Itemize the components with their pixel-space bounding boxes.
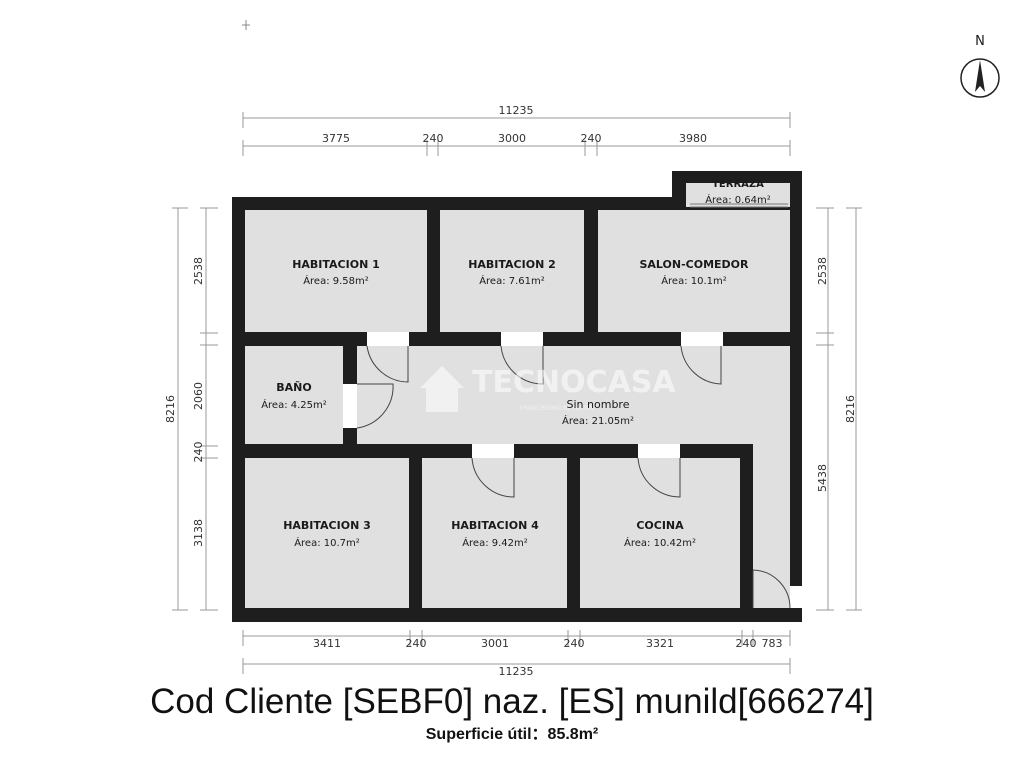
floor-habitacion-4 [422, 458, 567, 608]
floor-habitacion-1 [245, 210, 427, 332]
terrace-railing [690, 203, 788, 208]
watermark: TECNOCASA FRANCHISING NETWORK [420, 365, 676, 412]
dim-top-5: 3980 [679, 132, 707, 145]
compass-label: N [975, 34, 985, 49]
north-compass-icon: N [960, 34, 1000, 98]
room-name-sin-nombre: Sin nombre [567, 398, 630, 411]
room-floors [245, 183, 790, 608]
room-name-cocina: COCINA [636, 519, 684, 532]
room-area-habitacion-3: Área: 10.7m² [294, 536, 360, 549]
dim-bottom-6: 240 [736, 637, 757, 650]
marker-icon [242, 20, 250, 30]
doors [343, 332, 791, 609]
room-area-bano: Área: 4.25m² [261, 398, 327, 411]
room-name-bano: BAÑO [276, 381, 311, 394]
dim-left-total: 8216 [164, 395, 177, 423]
dim-right-1: 2538 [816, 257, 829, 285]
room-area-habitacion-4: Área: 9.42m² [462, 536, 528, 549]
dim-top-1: 3775 [322, 132, 350, 145]
dim-left-3: 240 [192, 442, 205, 463]
dim-left-4: 3138 [192, 519, 205, 547]
floor-bano [245, 346, 343, 444]
dim-bottom-total: 11235 [499, 665, 534, 678]
room-area-habitacion-2: Área: 7.61m² [479, 274, 545, 287]
dim-top-total: 11235 [499, 104, 534, 117]
dim-right-2: 5438 [816, 464, 829, 492]
room-name-habitacion-1: HABITACION 1 [292, 258, 380, 271]
room-area-terraza: Área: 0.64m² [705, 193, 771, 206]
room-area-salon-comedor: Área: 10.1m² [661, 274, 727, 287]
footer-title: Cod Cliente [SEBF0] naz. [ES] munild[666… [150, 682, 874, 721]
room-area-sin-nombre: Área: 21.05m² [562, 414, 634, 427]
floor-habitacion-2 [440, 210, 584, 332]
dim-bottom-7: 783 [762, 637, 783, 650]
floor-salon-comedor [598, 210, 790, 332]
floor-terraza [686, 183, 790, 207]
dim-bottom-2: 240 [406, 637, 427, 650]
room-name-habitacion-2: HABITACION 2 [468, 258, 556, 271]
dim-left-1: 2538 [192, 257, 205, 285]
dimension-lines [172, 112, 862, 674]
watermark-text: TECNOCASA [472, 365, 676, 400]
room-area-habitacion-1: Área: 9.58m² [303, 274, 369, 287]
dim-bottom-3: 3001 [481, 637, 509, 650]
windows [790, 586, 802, 608]
room-name-habitacion-4: HABITACION 4 [451, 519, 539, 532]
dim-top-4: 240 [581, 132, 602, 145]
dim-bottom-1: 3411 [313, 637, 341, 650]
floor-cocina [580, 458, 740, 608]
dim-bottom-4: 240 [564, 637, 585, 650]
dim-left-2: 2060 [192, 382, 205, 410]
dim-bottom-5: 3321 [646, 637, 674, 650]
dim-right-total: 8216 [844, 395, 857, 423]
floor-habitacion-3 [245, 458, 409, 608]
room-area-cocina: Área: 10.42m² [624, 536, 696, 549]
house-logo-icon [420, 366, 464, 412]
room-name-terraza: TERRAZA [712, 179, 764, 190]
dim-top-2: 240 [423, 132, 444, 145]
room-name-habitacion-3: HABITACION 3 [283, 519, 371, 532]
watermark-subtext: FRANCHISING NETWORK [520, 405, 595, 412]
floor-sin-nombre [357, 346, 790, 608]
room-name-salon-comedor: SALON-COMEDOR [639, 258, 749, 271]
footer-subtitle: Superficie útil：85.8m² [425, 726, 599, 743]
dim-top-3: 3000 [498, 132, 526, 145]
